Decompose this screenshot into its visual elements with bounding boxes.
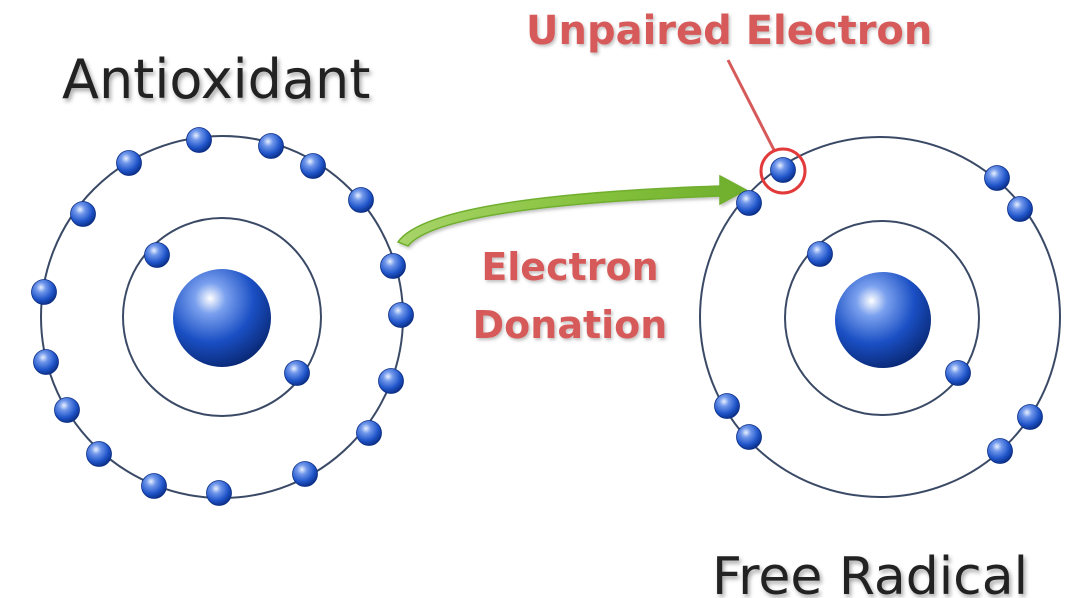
antioxidant-atom [31, 127, 414, 506]
free-radical-outer-orbit [699, 136, 1061, 498]
antioxidant-nucleus [173, 269, 271, 367]
free-radical-outer-electron [987, 438, 1013, 464]
unpaired-electron-label: Unpaired Electron [526, 8, 932, 54]
antioxidant-outer-electron [116, 150, 142, 176]
electron-donation-label-line2: Donation [473, 303, 668, 347]
free-radical-inner-orbit [784, 220, 980, 416]
antioxidant-outer-electron [388, 302, 414, 328]
free-radical-atom [699, 136, 1061, 498]
antioxidant-outer-electron [258, 133, 284, 159]
free-radical-outer-electron [736, 190, 762, 216]
antioxidant-electrons [31, 127, 414, 506]
antioxidant-outer-electron [356, 420, 382, 446]
free-radical-inner-electron [945, 360, 971, 386]
free-radical-outer-electron [984, 165, 1010, 191]
antioxidant-outer-electron [186, 127, 212, 153]
antioxidant-outer-electron [70, 201, 96, 227]
free-radical-title: Free Radical [712, 547, 1028, 598]
antioxidant-outer-electron [378, 368, 404, 394]
unpaired-electron-pointer [726, 59, 776, 151]
antioxidant-outer-electron [141, 473, 167, 499]
antioxidant-inner-electron [144, 242, 170, 268]
free-radical-electrons [714, 157, 1043, 464]
free-radical-outer-electron [714, 393, 740, 419]
donation-arrow [396, 174, 748, 247]
free-radical-inner-electron [807, 241, 833, 267]
antioxidant-outer-electron [54, 397, 80, 423]
antioxidant-outer-electron [31, 279, 57, 305]
antioxidant-outer-electron [348, 187, 374, 213]
antioxidant-title: Antioxidant [62, 48, 370, 111]
free-radical-outer-electron [736, 424, 762, 450]
antioxidant-inner-electron [284, 360, 310, 386]
unpaired-electron [770, 157, 796, 183]
electron-donation-label-line1: Electron [481, 245, 658, 289]
free-radical-nucleus [835, 272, 931, 368]
free-radical-outer-electron [1017, 404, 1043, 430]
antioxidant-outer-electron [86, 441, 112, 467]
antioxidant-inner-orbit [122, 217, 322, 417]
unpaired-electron-highlight-ring [759, 147, 807, 195]
antioxidant-outer-electron [380, 253, 406, 279]
antioxidant-outer-electron [33, 349, 59, 375]
antioxidant-outer-electron [206, 480, 232, 506]
antioxidant-outer-electron [300, 153, 326, 179]
antioxidant-outer-electron [292, 461, 318, 487]
free-radical-outer-electron [1007, 196, 1033, 222]
